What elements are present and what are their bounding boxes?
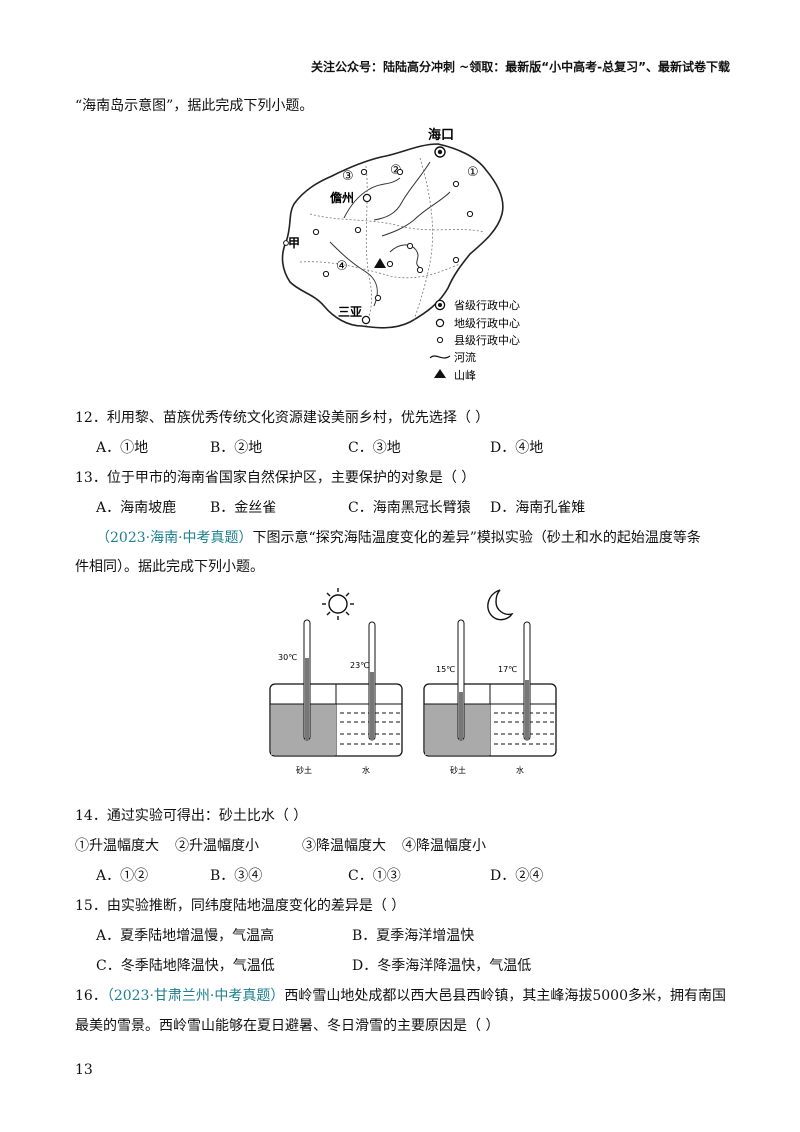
- question-15-stem: 15．由实验推断，同纬度陆地温度变化的差异是（ ）: [75, 898, 406, 914]
- q12-option-c[interactable]: C．③地: [348, 440, 401, 456]
- peak-marker: [374, 258, 386, 268]
- map-legend: 省级行政中心 地级行政中心 县级行政中心 河流 山峰: [429, 298, 520, 382]
- q14-choice-3: ③降温幅度大: [302, 838, 386, 854]
- q12-option-a[interactable]: A．①地: [96, 440, 149, 456]
- q12-option-d[interactable]: D．④地: [490, 440, 544, 456]
- day-water-label: 水: [362, 765, 370, 775]
- label-danzhou: 儋州: [330, 190, 354, 205]
- day-sand-temp: 30℃: [278, 653, 297, 662]
- label-jia: 甲: [288, 236, 300, 250]
- label-haikou: 海口: [428, 127, 454, 143]
- q14-choice-1: ①升温幅度大: [75, 838, 159, 854]
- q14-option-c[interactable]: C．①③: [348, 868, 401, 884]
- passage-2-line2: 件相同）。据此完成下列小题。: [75, 559, 264, 575]
- q12-option-b[interactable]: B．②地: [210, 440, 263, 456]
- q13-option-d[interactable]: D．海南孔雀雉: [490, 500, 586, 516]
- label-m2: ②: [390, 163, 402, 178]
- q14-choice-4: ④降温幅度小: [402, 838, 486, 854]
- passage-2-line1: （2023·海南·中考真题）下图示意“探究海陆温度变化的差异”模拟实验（砂土和水…: [96, 530, 701, 546]
- q15-option-b[interactable]: B．夏季海洋增温快: [352, 928, 475, 944]
- question-16-line2: 最美的雪景。西岭雪山能够在夏日避暑、冬日滑雪的主要原因是（ ）: [75, 1018, 500, 1034]
- day-sand-label: 砂土: [296, 765, 312, 775]
- hainan-map: 海口 ① ② ③ ④ 儋州 甲 三亚 省级行政中心 地级行政中心 县级行政中心 …: [281, 127, 520, 382]
- day-water-temp: 23℃: [350, 661, 369, 670]
- q14-option-a[interactable]: A．①②: [96, 868, 149, 884]
- q15-option-d[interactable]: D．冬季海洋降温快，气温低: [352, 958, 532, 974]
- night-sand-temp: 15℃: [436, 665, 455, 674]
- q13-option-b[interactable]: B．金丝雀: [210, 500, 277, 516]
- source-tag: （2023·甘肃兰州·中考真题）: [106, 988, 285, 1004]
- legend-item: 山峰: [454, 369, 476, 382]
- experiment-diagram: 30℃ 23℃ 砂土 水 15℃ 17℃ 砂土 水: [269, 588, 557, 775]
- night-sand-label: 砂土: [450, 765, 466, 775]
- q13-option-a[interactable]: A．海南坡鹿: [96, 500, 177, 516]
- night-water-label: 水: [516, 765, 524, 775]
- label-m3: ③: [342, 169, 354, 184]
- q14-choice-2: ②升温幅度小: [175, 838, 259, 854]
- night-water-temp: 17℃: [498, 665, 517, 674]
- night-tank: 15℃ 17℃ 砂土 水: [423, 619, 557, 775]
- question-13-stem: 13．位于甲市的海南省国家自然保护区，主要保护的对象是（ ）: [75, 470, 476, 486]
- label-m1: ①: [467, 165, 479, 180]
- q15-option-a[interactable]: A．夏季陆地增温慢，气温高: [96, 928, 275, 944]
- source-tag: （2023·海南·中考真题）: [96, 530, 253, 546]
- legend-item: 省级行政中心: [454, 298, 520, 312]
- page-number: 13: [75, 1062, 93, 1078]
- sun-icon: [322, 588, 354, 620]
- question-14-stem: 14．通过实验可得出：砂土比水（ ）: [75, 808, 308, 824]
- question-12-stem: 12．利用黎、苗族优秀传统文化资源建设美丽乡村，优先选择（ ）: [75, 410, 490, 426]
- island-outline: [281, 143, 504, 329]
- q14-option-d[interactable]: D．②④: [490, 868, 544, 884]
- q14-option-b[interactable]: B．③④: [210, 868, 263, 884]
- moon-icon: [487, 589, 514, 621]
- legend-item: 河流: [454, 350, 476, 364]
- question-16-line1: 16．（2023·甘肃兰州·中考真题）西岭雪山地处成都以西大邑县西岭镇，其主峰海…: [75, 988, 726, 1004]
- label-sanya: 三亚: [338, 305, 362, 319]
- legend-item: 地级行政中心: [454, 316, 520, 330]
- legend-item: 县级行政中心: [454, 333, 520, 347]
- intro-text: “海南岛示意图”，据此完成下列小题。: [75, 98, 314, 114]
- day-tank: 30℃ 23℃ 砂土 水: [269, 619, 403, 775]
- page-header: 关注公众号：陆陆高分冲刺 ~领取：最新版“小中高考-总复习”、最新试卷下载: [311, 60, 730, 74]
- q13-option-c[interactable]: C．海南黑冠长臂猿: [348, 500, 471, 516]
- q15-option-c[interactable]: C．冬季陆地降温快，气温低: [96, 958, 275, 974]
- label-m4: ④: [336, 259, 348, 274]
